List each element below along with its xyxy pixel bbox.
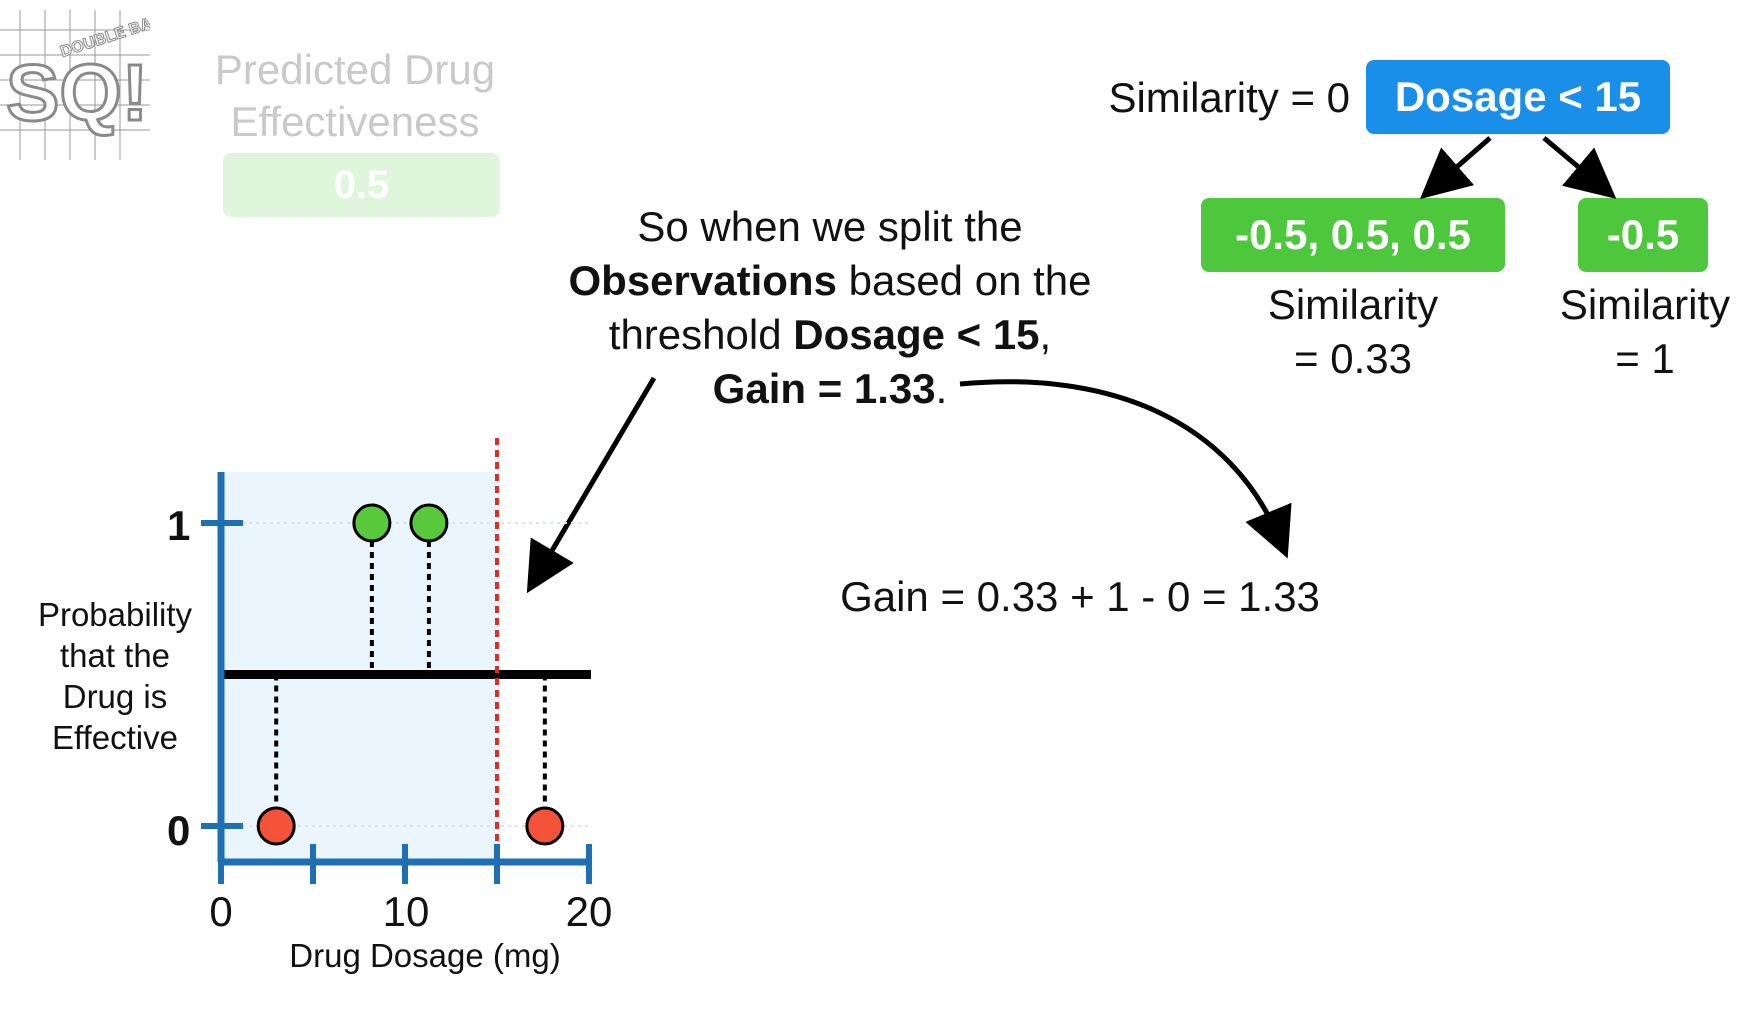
gain-equation: Gain = 0.33 + 1 - 0 = 1.33 [840,573,1320,620]
predicted-effectiveness-title: Predicted Drug Effectiveness [205,44,505,148]
left-similarity: Similarity = 0.33 [1223,278,1483,386]
logo-letters: SQ! [6,48,148,137]
tree-left-leaf: -0.5, 0.5, 0.5 [1201,198,1505,272]
x-axis-label: Drug Dosage (mg) [289,937,561,974]
caption-line2-rest: based on the [836,257,1092,304]
caption-threshold: Dosage < 15 [793,311,1040,358]
caption-gain: Gain = 1.33 [712,365,936,412]
x-tick-label-20: 20 [565,888,613,935]
y-label-line1: Probability [37,596,193,633]
caption-line2: Observations based on the [520,254,1140,308]
caption-line3-pre: threshold [608,311,794,358]
arrow-to-gain [959,379,1292,559]
y-label-line4: Effective [52,719,178,756]
y-axis-label: Probability that the Drug is Effective [20,594,210,758]
statquest-logo: SQ! DOUBLE BAM!!! [0,10,150,160]
caption-line4-post: . [935,365,948,412]
caption-line3-post: , [1039,311,1052,358]
tree-right-leaf: -0.5 [1578,198,1708,272]
y-tick-label-0: 0 [167,807,191,854]
predicted-value-box: 0.5 [223,153,500,217]
caption-line1: So when we split the [637,203,1023,250]
right-similarity-line1: Similarity [1559,281,1731,328]
y-label-line3: Drug is [62,678,168,715]
data-point-3 [525,806,565,846]
left-similarity-line2: = 0.33 [1294,335,1412,382]
data-point-0 [256,806,296,846]
tree-root-node: Dosage < 15 [1366,60,1670,134]
x-tick-label-0: 0 [209,888,233,935]
caption-line4: Gain = 1.33. [520,362,1140,416]
root-similarity: Similarity = 0 [1108,74,1350,121]
right-similarity-line2: = 1 [1615,335,1675,382]
y-tick-label-1: 1 [167,502,191,549]
arrow-to-graph [526,376,657,594]
tree-arrow-right [1542,136,1617,199]
x-tick-label-10: 10 [382,888,430,935]
predicted-title-line2: Effectiveness [230,98,480,145]
caption-observations: Observations [568,257,837,304]
data-point-2 [409,503,449,543]
data-point-1 [352,503,392,543]
predicted-title-line1: Predicted Drug [214,46,496,93]
y-label-line2: that the [59,637,171,674]
left-similarity-line1: Similarity [1267,281,1439,328]
tree-arrow-left [1419,136,1492,200]
right-similarity: Similarity = 1 [1540,278,1743,386]
caption-line3: threshold Dosage < 15, [520,308,1140,362]
caption-text: So when we split the Observations based … [520,200,1140,416]
